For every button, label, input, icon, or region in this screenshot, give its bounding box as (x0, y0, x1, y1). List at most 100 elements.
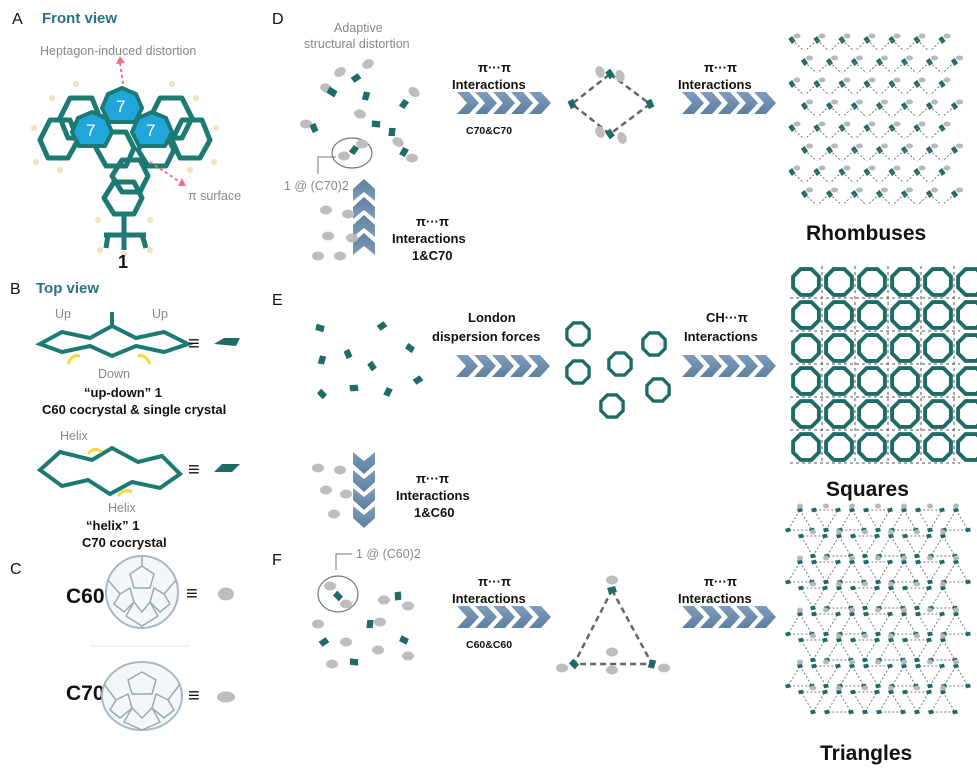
pi-label-d3: π···π (416, 214, 449, 229)
lattice-molecule (965, 683, 971, 689)
lattice-fullerene (875, 503, 881, 509)
lattice-molecule (863, 611, 869, 617)
octagon-assembly (565, 359, 591, 385)
lattice-fullerene (953, 607, 959, 613)
lattice-fullerene (875, 659, 881, 665)
updown-molecule (35, 312, 194, 359)
london-label-2: dispersion forces (432, 329, 540, 344)
lattice-molecule (823, 527, 829, 533)
triangle-unit (556, 575, 670, 675)
lattice-molecule (835, 559, 841, 565)
lattice-molecule (863, 507, 869, 513)
down-arrow-right (137, 354, 152, 365)
arrow-d1 (457, 92, 551, 114)
lattice-molecule (927, 527, 933, 533)
interactions-label-f2: Interactions (678, 591, 752, 606)
lattice-fullerene (906, 143, 913, 149)
lattice-molecule (811, 663, 817, 669)
lattice-fullerene (956, 55, 963, 61)
lattice-molecule (887, 611, 893, 617)
pair-label-d3: 1&C70 (412, 248, 452, 263)
octagon-assembly (923, 366, 953, 396)
helix-arrow-top (86, 447, 103, 455)
lattice-fullerene (918, 121, 926, 127)
c70-symbol (217, 691, 235, 703)
lattice-molecule (810, 709, 816, 715)
lattice-fullerene (856, 55, 863, 61)
lattice-molecule (926, 637, 932, 643)
lattice-fullerene (823, 659, 829, 665)
lattice-molecule (914, 657, 920, 663)
complex-label-f: 1 @ (C60)2 (356, 547, 421, 561)
lattice-fullerene (793, 121, 801, 127)
interactions-label-d2: Interactions (678, 77, 752, 92)
lattice-fullerene (818, 121, 826, 127)
lattice-molecule (927, 631, 933, 637)
panel-label-f: F (272, 552, 282, 569)
lattice-fullerene (818, 165, 826, 171)
lattice-fullerene (943, 121, 951, 127)
lattice-fullerene (868, 33, 876, 39)
equiv-sign-c70: ≡ (188, 685, 200, 707)
pi-label-d2: π···π (704, 60, 737, 75)
octagon-assembly (890, 333, 920, 363)
lattice-fullerene (918, 165, 926, 171)
lattice-fullerene (862, 529, 868, 535)
lattice-fullerene (953, 503, 959, 509)
lattice-fullerene (806, 99, 813, 105)
lattice-fullerene (793, 77, 801, 83)
arrow-d-vertical (353, 179, 375, 255)
octagon-assembly (956, 267, 977, 297)
lattice-fullerene (797, 659, 803, 665)
ring-label-right: 7 (146, 121, 155, 140)
lattice-fullerene (806, 143, 813, 149)
pi-surface-label: π surface (188, 189, 241, 203)
lattice-fullerene (888, 529, 894, 535)
lattice-molecule (902, 533, 908, 539)
rhombus-unit (567, 64, 655, 146)
octagon-assembly (923, 300, 953, 330)
lattice-molecule (822, 689, 828, 695)
lattice-fullerene (797, 555, 803, 561)
pi-label-d1: π···π (478, 60, 511, 75)
octagon-assembly (824, 333, 854, 363)
lattice-molecule (862, 605, 868, 611)
lattice-fullerene (940, 581, 946, 587)
octagon-assembly (857, 300, 887, 330)
lattice-molecule (874, 637, 880, 643)
octagon-assembly (791, 300, 821, 330)
octagon-assembly (791, 432, 821, 462)
panel-c: C C60 ≡ C70 ≡ (10, 555, 235, 731)
lattice-molecule (915, 663, 921, 669)
octagon-assembly (607, 351, 633, 377)
lattice-molecule (810, 657, 816, 663)
square-lattice (790, 266, 977, 464)
lattice-molecule (914, 605, 920, 611)
lattice-molecule (876, 709, 882, 715)
octagon-assembly (645, 377, 671, 403)
lattice-fullerene (818, 77, 826, 83)
octagon-assembly (857, 432, 887, 462)
lattice-molecule (823, 683, 829, 689)
arrow-f2 (682, 606, 776, 628)
panel-label-a: A (12, 11, 23, 28)
lattice-molecule (798, 585, 804, 591)
lattice-fullerene (875, 555, 881, 561)
panel-label-d: D (272, 11, 284, 28)
pi-surface-arrowhead (178, 178, 186, 186)
lattice-fullerene (836, 633, 842, 639)
lattice-molecule (785, 683, 791, 689)
panel-label-e: E (272, 292, 283, 309)
lattice-molecule (902, 637, 908, 643)
lattice-fullerene (831, 187, 838, 193)
octagon-assembly (956, 333, 977, 363)
pi-label-f2: π···π (704, 574, 737, 589)
octagon-assembly (956, 432, 977, 462)
octagon-assembly (923, 333, 953, 363)
lattice-molecule (810, 553, 816, 559)
arrow-d2 (682, 92, 776, 114)
equiv-sign-c60: ≡ (186, 583, 198, 605)
lattice-fullerene (927, 555, 933, 561)
lattice-fullerene (901, 503, 907, 509)
c70-fullerene (101, 661, 183, 731)
